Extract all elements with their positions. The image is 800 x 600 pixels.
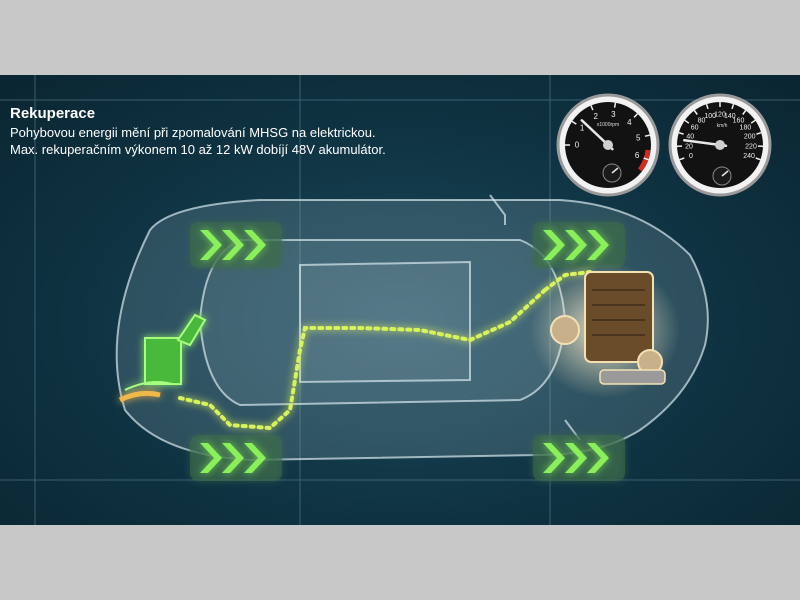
speedometer-tick-label: 20	[685, 143, 693, 150]
speedometer-tick-label: 220	[745, 143, 757, 150]
engine-mhsg	[530, 262, 680, 398]
speedometer-tick-mark	[755, 157, 761, 161]
speedometer-tick-label: 100	[704, 113, 716, 120]
wheel-rear-left	[190, 435, 282, 481]
speedometer-tick-label: 80	[698, 118, 706, 125]
speedometer-tick-label: 160	[733, 118, 745, 125]
tachometer-tick-mark	[633, 113, 639, 118]
speedometer-tick-label: 40	[686, 134, 694, 141]
tachometer-gauge: x1000rpm 012 3 45 6	[556, 93, 660, 197]
speedometer-tick-label: 140	[724, 113, 736, 120]
battery-48v	[118, 313, 207, 403]
wheel-front-left	[190, 222, 282, 268]
speedometer-tick-mark	[679, 157, 685, 161]
car-illustration	[0, 75, 800, 525]
tachometer-tick-label: 4	[627, 118, 632, 127]
speedometer-tick-label: 120	[714, 112, 726, 119]
caption-title: Rekuperace	[10, 105, 96, 122]
tachometer-tick-mark	[571, 120, 577, 125]
speedometer-unit: km/h	[717, 123, 728, 129]
tachometer-tick-label: 5	[636, 133, 641, 142]
speedometer-tick-mark	[693, 110, 698, 115]
tachometer-tick-label: 2	[593, 112, 598, 121]
wheel-rear-right	[533, 435, 625, 481]
tachometer-tick-label: 0	[575, 141, 580, 150]
speedometer-tick-mark	[742, 110, 747, 115]
speedometer-tick-label: 200	[744, 134, 756, 141]
scene-frame: Rekuperace Pohybovou energii mění při zp…	[0, 75, 800, 525]
tachometer-tick-mark	[613, 102, 617, 108]
speedometer-tick-mark	[684, 119, 690, 124]
speedometer-tick-mark	[756, 131, 762, 135]
speedometer-tick-label: 0	[689, 153, 693, 160]
tachometer-tick-label: 1	[580, 124, 585, 133]
caption-line-2: Max. rekuperačním výkonem 10 až 12 kW do…	[10, 142, 386, 157]
caption-line-1: Pohybovou energii mění při zpomalování M…	[10, 125, 376, 140]
tachometer-tick-label: 3	[611, 110, 616, 119]
tachometer-tick-mark	[590, 105, 594, 111]
speedometer-tick-label: 180	[740, 125, 752, 132]
speedometer-tick-mark	[750, 119, 756, 124]
speedometer-tick-mark	[705, 103, 709, 110]
speedometer-tick-mark	[678, 131, 684, 135]
caption-box: Rekuperace Pohybovou energii mění při zp…	[10, 105, 386, 158]
tachometer-unit: x1000rpm	[597, 122, 619, 128]
tachometer-tick-mark	[644, 134, 650, 137]
speedometer-tick-label: 240	[743, 153, 755, 160]
tachometer-tick-mark	[643, 157, 649, 161]
speedometer-tick-label: 60	[691, 125, 699, 132]
speedometer-tick-mark	[731, 103, 735, 110]
wheel-front-right	[533, 222, 625, 268]
tachometer-tick-label: 6	[635, 151, 640, 160]
